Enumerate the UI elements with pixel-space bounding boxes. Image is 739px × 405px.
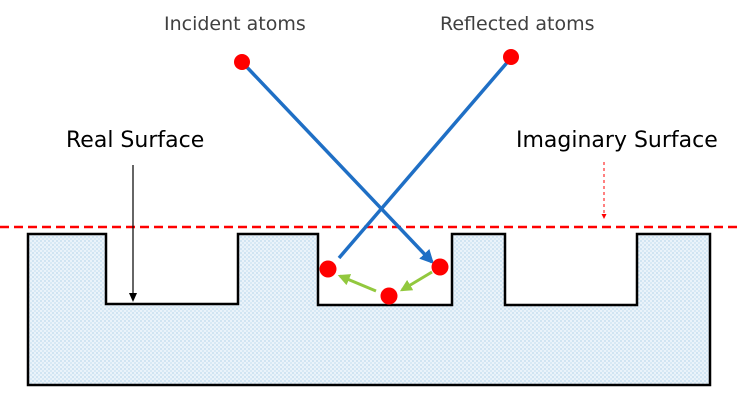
trench-atom-right <box>431 258 449 276</box>
bounce-arrow-right-to-bottom <box>399 270 433 292</box>
trench-atom-bottom <box>380 287 398 305</box>
real-surface-pointer-head <box>129 293 137 302</box>
incident-atoms-label: Incident atoms <box>164 13 306 35</box>
reflected-atoms-label: Reflected atoms <box>440 13 595 35</box>
reflected-trajectory <box>337 56 513 260</box>
bounce-arrow-bottom-to-left <box>337 274 377 293</box>
real-surface-label: Real Surface <box>66 128 205 153</box>
solid-body <box>26 232 712 387</box>
incident-atom <box>234 54 250 70</box>
incident-trajectory <box>240 60 434 265</box>
trench-atom-left <box>319 260 337 278</box>
reflected-atom <box>503 49 519 65</box>
imaginary-surface-label: Imaginary Surface <box>516 128 718 153</box>
